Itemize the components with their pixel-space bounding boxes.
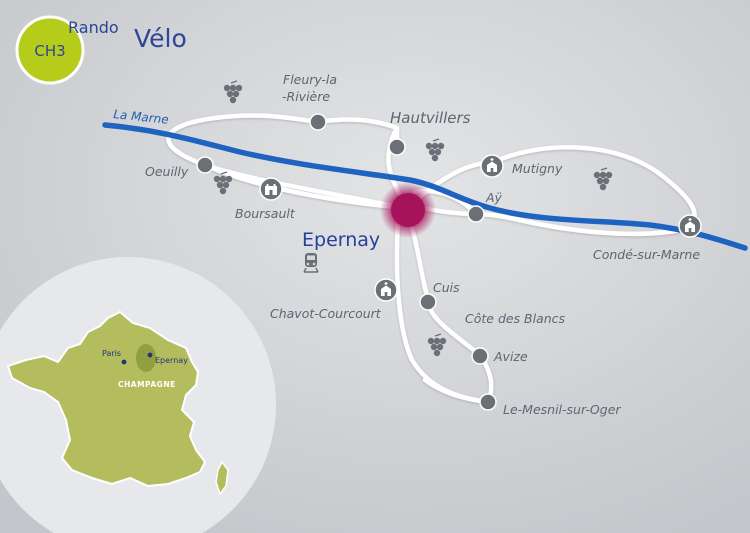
label-mesnil: Le-Mesnil-sur-Oger (503, 402, 621, 417)
brand-word-rando: Rando (68, 18, 119, 37)
river-marne (102, 122, 748, 251)
train-icon (303, 253, 319, 273)
label-fleury-2: -Rivière (282, 89, 330, 104)
label-avize: Avize (493, 349, 528, 364)
brand-word-velo: Vélo (134, 24, 187, 53)
stop-mesnil[interactable] (479, 393, 497, 411)
label-chavot: Chavot-Courcourt (270, 306, 382, 321)
label-cuis: Cuis (433, 280, 460, 295)
grape-icon (593, 167, 613, 191)
church-icon[interactable] (678, 214, 702, 238)
champagne-region (136, 344, 156, 372)
label-hautvillers: Hautvillers (390, 109, 471, 127)
stop-cuis[interactable] (419, 293, 437, 311)
route-oeuilly-link (202, 162, 408, 211)
stop-oeuilly[interactable] (196, 156, 214, 174)
grape-icon (223, 80, 243, 104)
church-icons (374, 154, 702, 302)
inset-label-paris: Paris (102, 349, 121, 358)
corsica-outline (215, 460, 229, 496)
church-icon[interactable] (374, 278, 398, 302)
stops (196, 113, 497, 411)
grape-icons (213, 80, 613, 357)
label-oeuilly: Oeuilly (145, 164, 189, 179)
stop-hautvillers[interactable] (388, 138, 406, 156)
river-label: La Marne (113, 107, 170, 127)
stop-ay[interactable] (467, 205, 485, 223)
stop-fleury[interactable] (309, 113, 327, 131)
inset-label-epernay: Epernay (155, 356, 188, 365)
brand-logo: CH3 Rando Vélo (15, 15, 187, 85)
stop-avize[interactable] (471, 347, 489, 365)
inset-dot-epernay (147, 352, 153, 358)
france-inset: Paris Epernay CHAMPAGNE (0, 257, 276, 533)
inset-label-champagne: CHAMPAGNE (118, 380, 176, 389)
label-boursault: Boursault (235, 206, 296, 221)
church-icon[interactable] (480, 154, 504, 178)
label-mutigny: Mutigny (512, 161, 563, 176)
inset-dot-paris (121, 359, 127, 365)
hub-epernay-core (391, 193, 425, 227)
label-fleury-1: Fleury-la (283, 72, 337, 87)
grape-icon (425, 138, 445, 162)
label-cote-blancs: Côte des Blancs (465, 311, 566, 326)
grape-icon (427, 333, 447, 357)
grape-icon (213, 171, 233, 195)
brand-badge-text: CH3 (34, 42, 65, 60)
brand-badge (15, 15, 85, 85)
label-epernay: Epernay (302, 229, 380, 251)
castle-icon[interactable] (259, 177, 283, 201)
label-conde: Condé-sur-Marne (593, 247, 700, 262)
label-ay: Aÿ (485, 190, 503, 205)
